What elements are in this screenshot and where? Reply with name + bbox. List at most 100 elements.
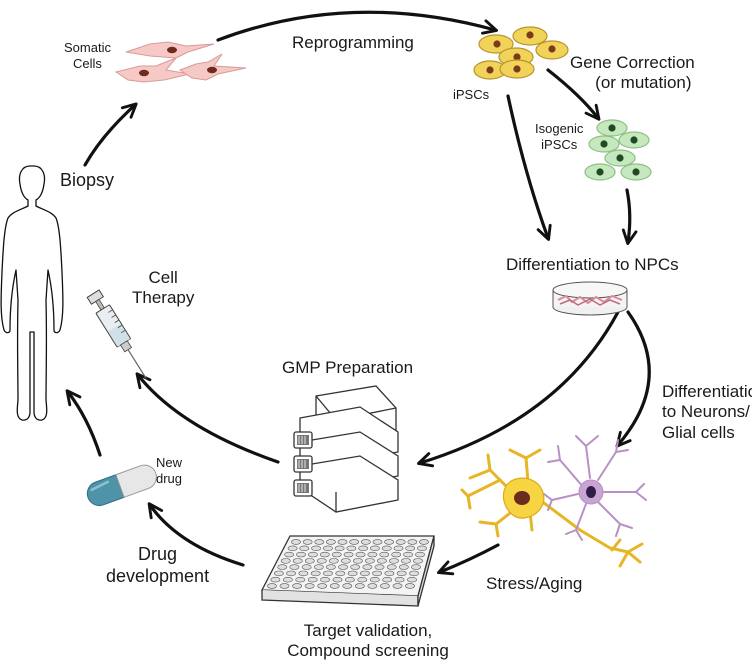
plate-well (369, 545, 380, 551)
plate-well (405, 545, 416, 551)
plate-well (329, 583, 340, 589)
arrow-isogenic-to-npc (621, 188, 638, 246)
plate-well (277, 564, 288, 570)
plate-well (376, 558, 387, 564)
plate-well (296, 551, 306, 558)
plate-well (282, 576, 293, 583)
syringe-icon (86, 289, 147, 379)
plate-well (350, 564, 361, 570)
plate-well (391, 551, 402, 558)
multiwell-plate-icon (260, 535, 435, 607)
plate-well (388, 558, 399, 564)
plate-well (307, 576, 318, 583)
plate-well (374, 564, 385, 570)
plate-well (323, 570, 333, 577)
isogenic-ipsc-colony (584, 119, 652, 181)
somatic-cells (114, 41, 247, 83)
culture-flasks-icon (293, 385, 399, 513)
plate-well (405, 583, 415, 589)
plate-well (384, 539, 394, 545)
petri-dish-icon (552, 281, 628, 316)
plate-well (287, 545, 298, 551)
arrow-ipsc-to-npc (506, 94, 552, 241)
plate-well (286, 570, 296, 577)
plate-well (379, 551, 390, 558)
plate-well (411, 564, 421, 570)
plate-well (355, 551, 366, 558)
plate-well (362, 564, 373, 570)
plate-well (317, 583, 328, 589)
patient-body-icon (0, 165, 64, 421)
plate-well (295, 576, 306, 583)
plate-well (325, 539, 336, 545)
plate-well (396, 570, 407, 577)
plate-well (311, 545, 321, 551)
flow-arrows (65, 10, 651, 576)
arrow-reprogramming (216, 10, 498, 42)
plate-well (369, 576, 380, 583)
plate-well (342, 583, 353, 589)
plate-well (284, 551, 294, 558)
arrow-screening-to-drug (147, 502, 245, 567)
plate-well (280, 558, 291, 564)
plate-well (372, 570, 382, 577)
plate-well (357, 576, 368, 583)
plate-well (393, 545, 404, 551)
plate-well (340, 558, 351, 564)
arrow-biopsy (83, 102, 138, 167)
plate-well (367, 551, 378, 558)
arrow-drug-to-patient (65, 389, 102, 457)
plate-well (384, 570, 395, 577)
plate-well (313, 564, 324, 570)
plate-well (292, 558, 303, 564)
arrow-npc-to-neurons (615, 310, 651, 448)
plate-well (314, 539, 325, 545)
ipsc-colony (473, 26, 569, 80)
plate-well (364, 558, 375, 564)
label-target-validation: Target validation,Compound screening (287, 621, 449, 661)
plate-well (331, 551, 342, 558)
plate-well (279, 583, 290, 589)
label-gmp-preparation: GMP Preparation (282, 358, 414, 377)
label-gene-correction: Gene Correction(or mutation) (570, 53, 695, 93)
plate-well (415, 551, 425, 558)
plate-well (382, 576, 393, 583)
plate-well (347, 570, 358, 577)
plate-well (337, 539, 348, 545)
label-differentiation-npcs: Differentiation to NPCs (506, 255, 679, 274)
plate-well (392, 583, 403, 589)
glial-cell-icon (543, 435, 647, 541)
plate-well (267, 583, 277, 589)
plate-well (358, 545, 369, 551)
plate-well (398, 564, 409, 570)
label-reprogramming: Reprogramming (292, 33, 414, 52)
plate-well (344, 576, 355, 583)
plate-well (298, 570, 309, 577)
plate-well (332, 576, 343, 583)
plate-well (307, 551, 318, 558)
label-stress-aging: Stress/Aging (486, 574, 583, 593)
plate-well (320, 576, 330, 583)
plate-well (343, 551, 354, 558)
plate-well (381, 545, 392, 551)
plate-well (407, 539, 418, 545)
plate-well (338, 564, 348, 570)
arrow-npc-to-gmp (417, 310, 620, 468)
plate-well (292, 583, 302, 589)
plate-well (372, 539, 383, 545)
plate-well (304, 558, 315, 564)
plate-well (419, 539, 429, 545)
plate-well (395, 539, 406, 545)
plate-well (301, 564, 312, 570)
plate-well (322, 545, 333, 551)
plate-well (273, 570, 284, 577)
plate-well (270, 576, 281, 583)
plate-well (335, 570, 346, 577)
plate-well (379, 583, 390, 589)
plate-well (417, 545, 427, 551)
plate-well (349, 539, 360, 545)
